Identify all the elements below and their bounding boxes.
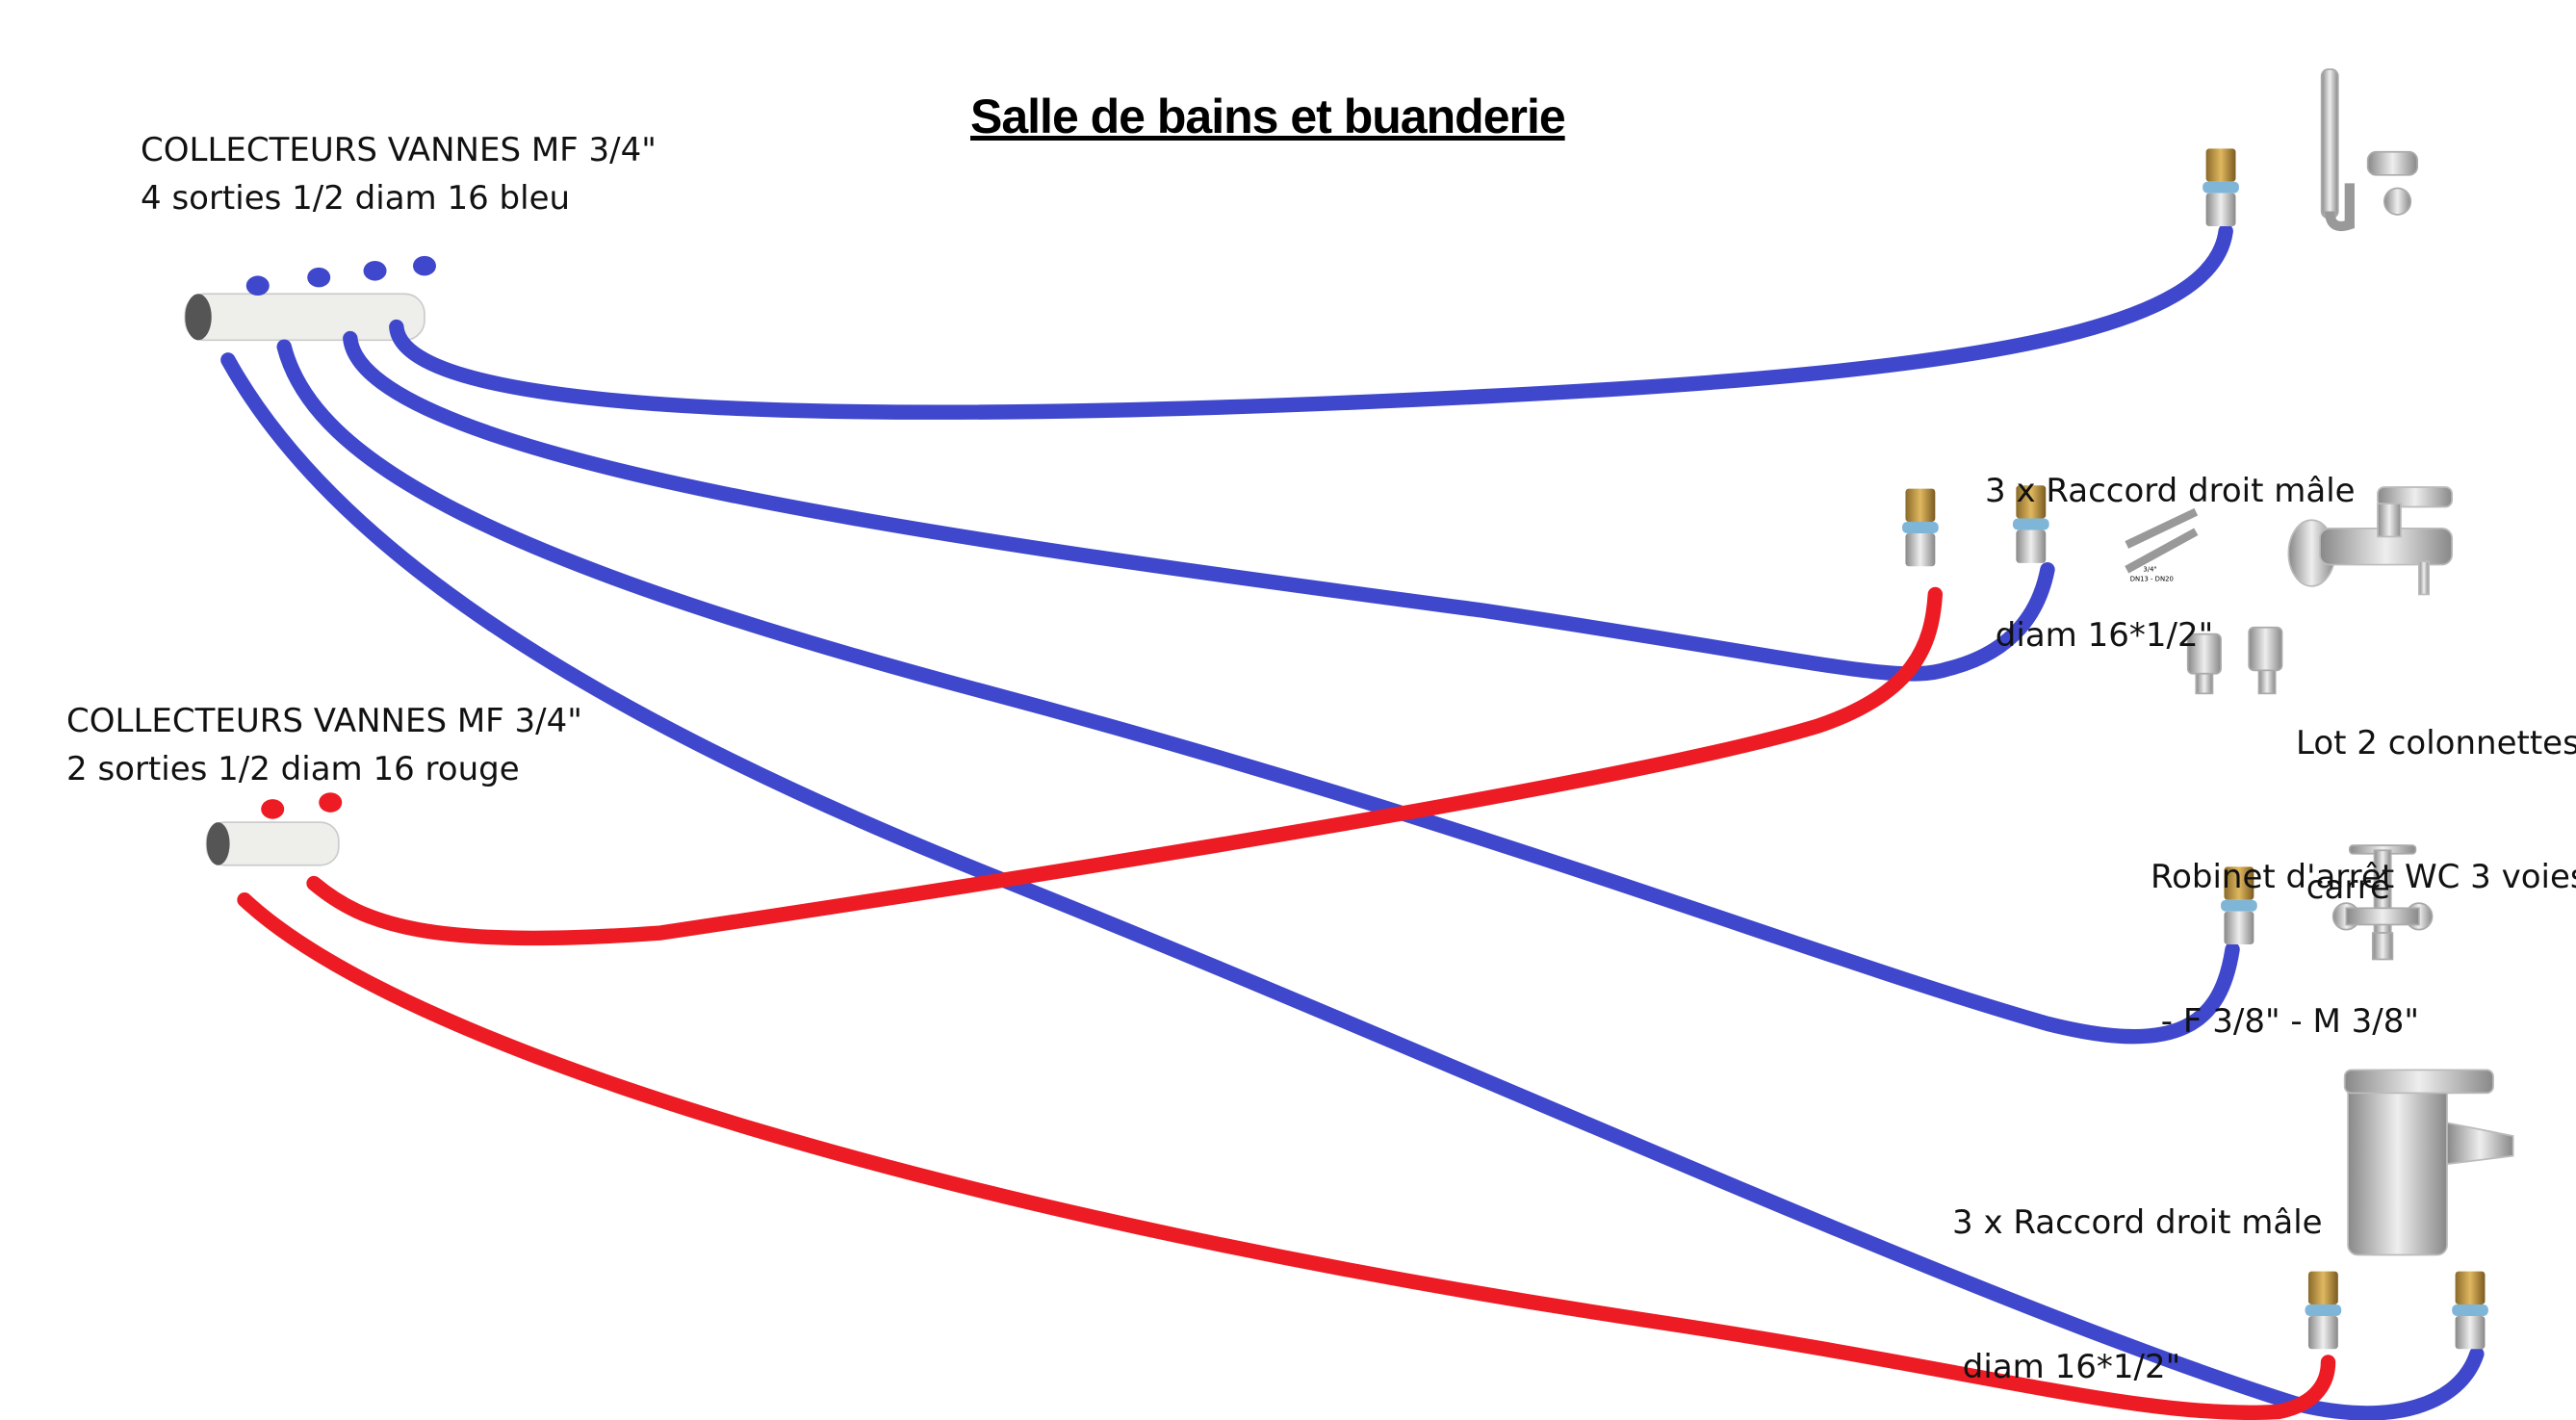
wc-stop-valve-image	[2331, 844, 2434, 961]
blue-collector-label: COLLECTEURS VANNES MF 3/4" 4 sorties 1/2…	[141, 126, 657, 222]
siphon-image	[2320, 68, 2418, 232]
label-line: Robinet d'arrêt WC 3 voies	[2151, 858, 2576, 896]
male-fitting	[2452, 1271, 2488, 1350]
label-line: diam 16*1/2"	[1952, 1348, 2181, 1386]
red-pipe-1	[306, 586, 1944, 946]
robinet-wc-label: Robinet d'arrêt WC 3 voies - F 3/8" - M …	[2151, 757, 2576, 1094]
label-line: - F 3/8" - M 3/8"	[2151, 1002, 2419, 1041]
bath-mixer-image	[2287, 486, 2454, 596]
colonnettes-label: Lot 2 colonnettes carré	[2296, 623, 2576, 960]
red-collector-label: COLLECTEURS VANNES MF 3/4" 2 sorties 1/2…	[66, 697, 582, 793]
page-title: Salle de bains et buanderie	[970, 90, 1566, 143]
blue-pipe-4	[220, 352, 2485, 1420]
basin-mixer-image	[2343, 1069, 2514, 1256]
flexible-hose-image: 3/4" DN13 - DN20	[2125, 507, 2199, 583]
raccord-bottom-label: 3 x Raccord droit mâle diam 16*1/2"	[1952, 1102, 2323, 1420]
blue-collector-manifold	[184, 255, 436, 342]
label-line: 3 x Raccord droit mâle	[1985, 472, 2356, 510]
blue-pipe-2	[343, 330, 2055, 682]
raccord-top-label: 3 x Raccord droit mâle diam 16*1/2"	[1985, 371, 2356, 708]
hose-size-label: 3/4"	[2143, 565, 2156, 573]
red-collector-manifold	[205, 792, 343, 866]
label-line: COLLECTEURS VANNES MF 3/4"	[66, 702, 582, 740]
male-fitting	[1902, 488, 1939, 567]
label-line: Lot 2 colonnettes	[2296, 724, 2576, 762]
male-fitting	[2202, 148, 2239, 226]
label-line: 3 x Raccord droit mâle	[1952, 1203, 2323, 1242]
label-line: 4 sorties 1/2 diam 16 bleu	[141, 179, 571, 218]
blue-pipe-1	[389, 223, 2233, 420]
label-line: carré	[2296, 868, 2390, 907]
hose-dn-label: DN13 - DN20	[2130, 576, 2174, 583]
colonnettes-image	[2186, 626, 2283, 695]
label-line: COLLECTEURS VANNES MF 3/4"	[141, 131, 657, 169]
label-line: diam 16*1/2"	[1985, 616, 2214, 655]
red-pipe-2	[237, 892, 2336, 1420]
label-line: 2 sorties 1/2 diam 16 rouge	[66, 750, 520, 788]
